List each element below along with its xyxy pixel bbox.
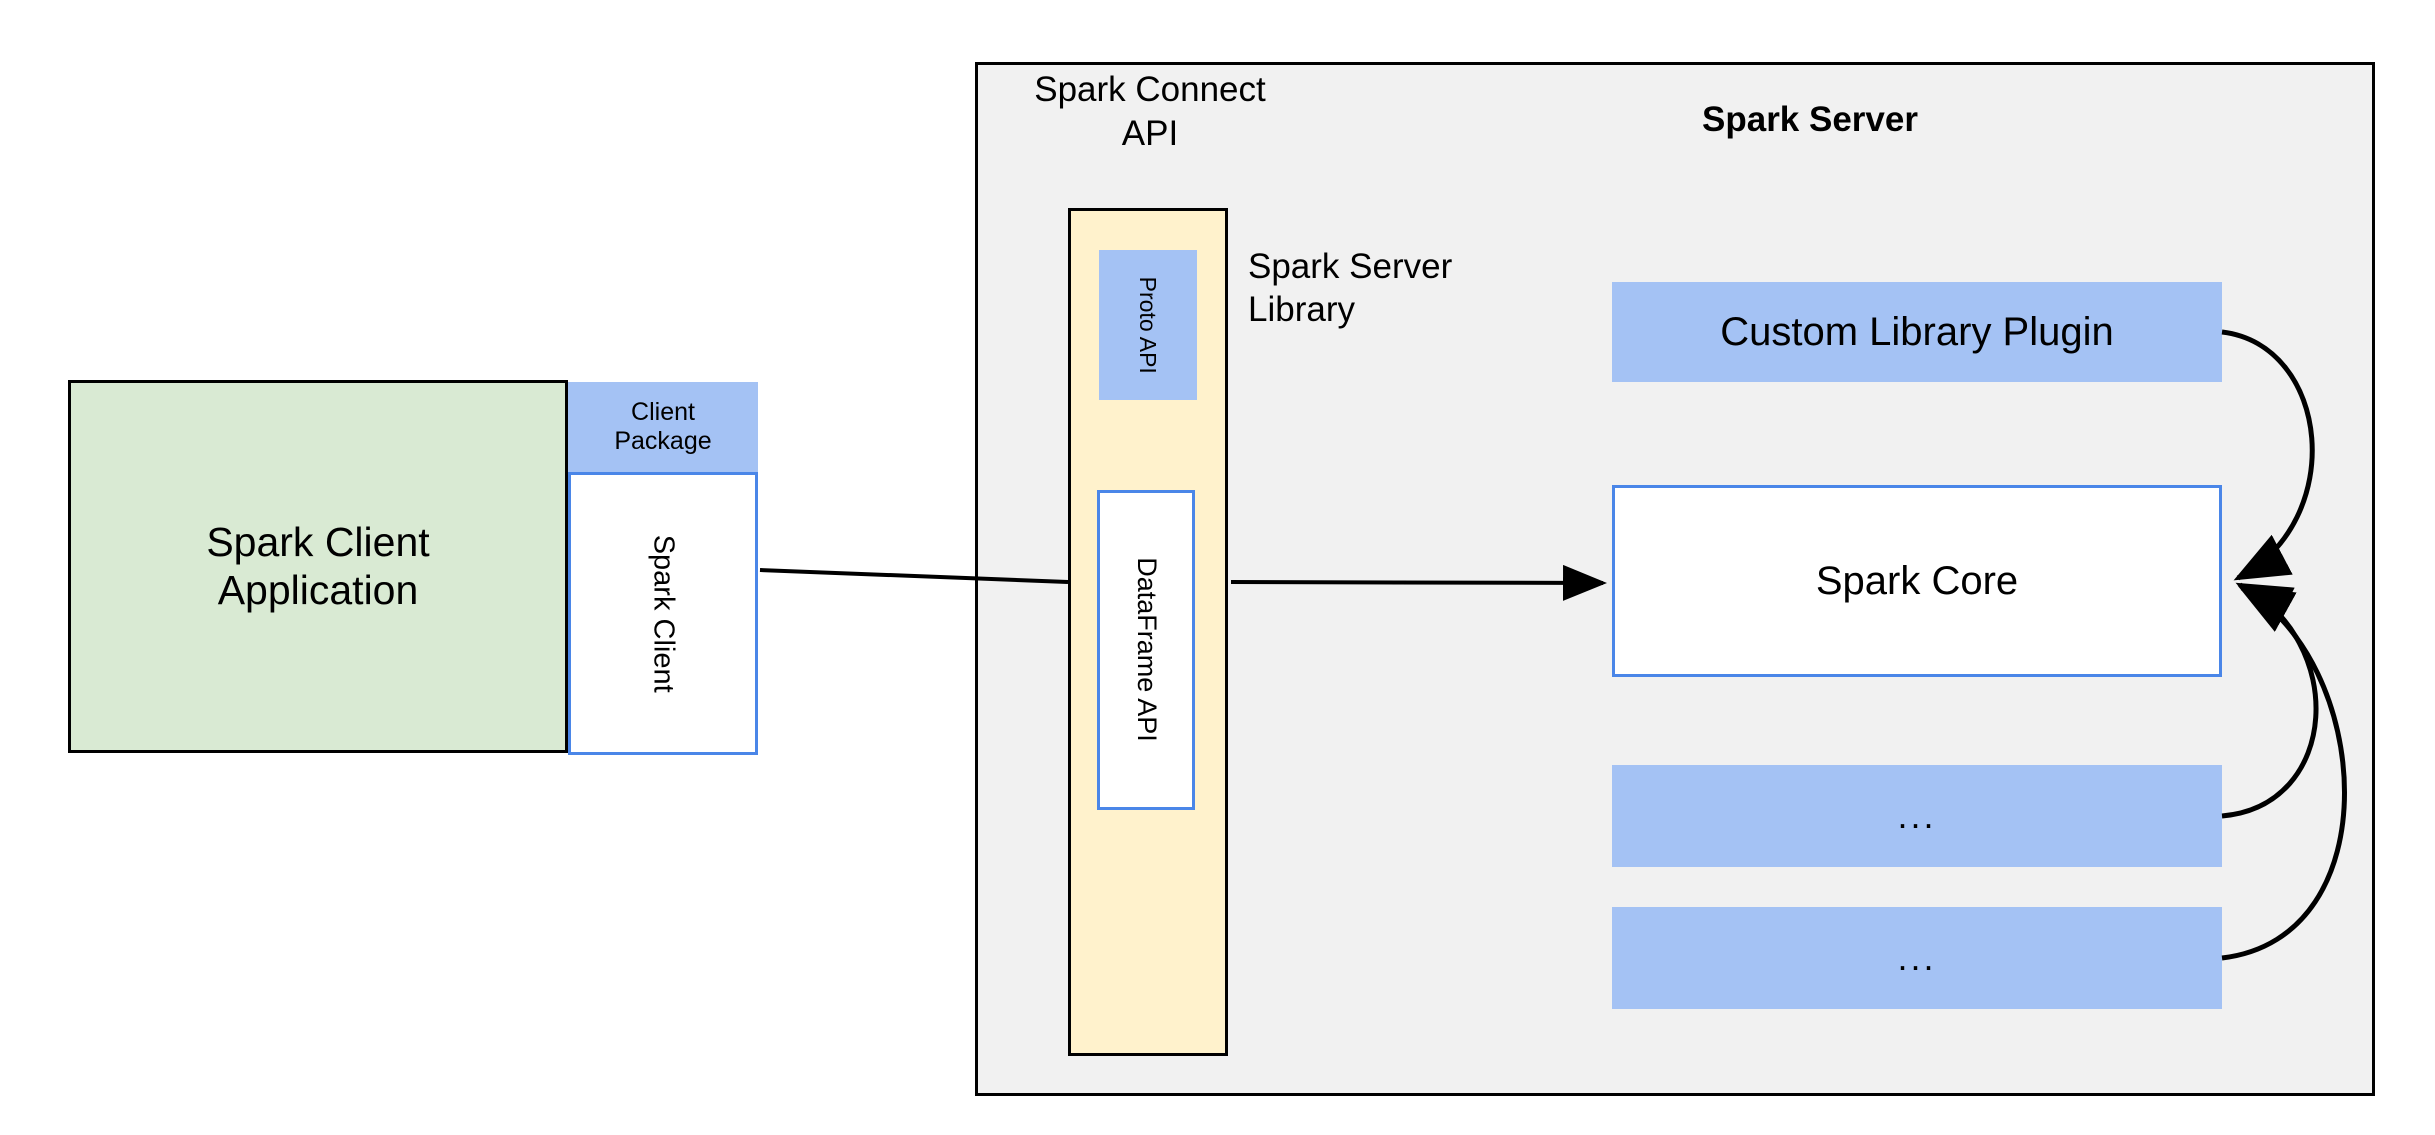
proto-api-box[interactable]: Proto API [1099,250,1197,400]
placeholder-component-1[interactable]: ... [1612,765,2222,867]
spark-client-box[interactable]: Spark Client [568,472,758,755]
proto-api-label: Proto API [1135,276,1162,374]
custom-library-plugin-box[interactable]: Custom Library Plugin [1612,282,2222,382]
spark-client-label: Spark Client [647,534,680,693]
spark-core-label: Spark Core [1815,559,2019,603]
spark-server-library-label-line1: Spark Server [1248,247,1453,286]
custom-library-plugin-label: Custom Library Plugin [1720,310,2114,354]
placeholder-component-2[interactable]: ... [1612,907,2222,1009]
spark-client-application-box[interactable]: Spark Client Application [68,380,568,753]
spark-server-library-label-line2: Library [1248,289,1355,329]
dataframe-api-box[interactable]: DataFrame API [1097,490,1195,810]
spark-connect-api-label-line1: Spark Connect [1034,70,1266,109]
spark-server-library-label: Spark Server Library [1248,246,1548,331]
spark-connect-api-label-line2: API [1121,113,1179,153]
placeholder-component-1-label: ... [1897,795,1937,837]
spark-client-application-label-line2: Application [217,566,419,613]
spark-connect-api-label: Spark Connect API [1005,68,1295,156]
placeholder-component-2-label: ... [1897,937,1937,979]
client-package-label-line1: Client [631,398,695,427]
dataframe-api-label: DataFrame API [1131,557,1162,743]
spark-client-application-label-line1: Spark Client [206,519,430,566]
spark-server-title: Spark Server [1702,100,1918,139]
client-package-label-line2: Package [614,427,712,455]
spark-core-box[interactable]: Spark Core [1612,485,2222,677]
client-package-box[interactable]: Client Package [568,382,758,472]
